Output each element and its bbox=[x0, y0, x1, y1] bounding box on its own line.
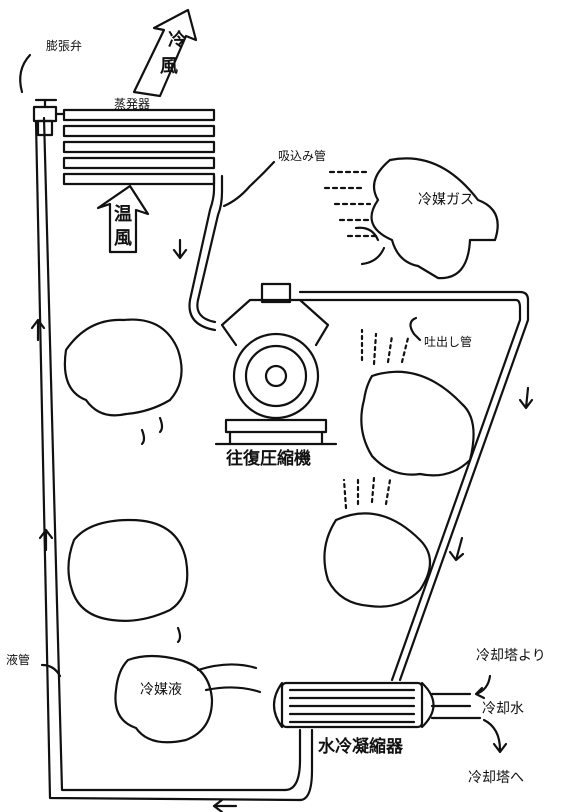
to-cooling-tower-label: 冷却塔へ bbox=[468, 770, 524, 786]
flow-arrow-down-3 bbox=[448, 536, 465, 562]
from-cooling-tower-label: 冷却塔より bbox=[476, 648, 546, 664]
liquid-pipe-label: 液管 bbox=[6, 652, 30, 667]
evaporator-coil bbox=[54, 108, 216, 186]
gas-character-3 bbox=[323, 512, 432, 608]
gas-character-2 bbox=[360, 370, 475, 477]
cooling-water-label: 冷却水 bbox=[482, 701, 524, 717]
cold-air-arrow bbox=[132, 8, 198, 98]
refrigerant-liquid-label: 冷媒液 bbox=[140, 682, 182, 698]
flow-arrow-left bbox=[212, 798, 238, 812]
water-arrow-in bbox=[474, 674, 492, 700]
condenser-label: 水冷凝縮器 bbox=[318, 736, 404, 757]
suction-pipe bbox=[188, 174, 217, 332]
cold-air-label-1: 冷 bbox=[168, 29, 186, 51]
suction-leader bbox=[222, 160, 276, 208]
cold-air-label-2: 風 bbox=[160, 56, 178, 77]
warm-air-label-1: 温 bbox=[114, 204, 132, 225]
liquid-leader bbox=[40, 663, 62, 678]
flow-arrow-down-2 bbox=[518, 386, 534, 410]
liquid-pipe bbox=[42, 116, 287, 792]
condenser bbox=[272, 681, 435, 729]
liquid-character-2 bbox=[67, 518, 189, 622]
gas-character bbox=[370, 157, 499, 280]
flow-arrow-down-1 bbox=[172, 238, 188, 260]
expansion-valve-label: 膨張弁 bbox=[46, 38, 82, 53]
warm-air-label-2: 風 bbox=[114, 228, 132, 249]
flow-arrow-up-2 bbox=[38, 528, 54, 552]
flow-arrow-up-1 bbox=[30, 318, 46, 342]
compressor-label: 往復圧縮機 bbox=[226, 448, 311, 469]
evaporator-label: 蒸発器 bbox=[114, 97, 150, 111]
discharge-pipe-label: 吐出し管 bbox=[424, 334, 472, 349]
refrigerant-gas-label: 冷媒ガス bbox=[418, 192, 474, 208]
liquid-pipe-to-condenser bbox=[283, 728, 302, 792]
compressor-body bbox=[214, 282, 338, 446]
suction-pipe-label: 吸込み管 bbox=[278, 148, 326, 163]
liquid-pipe-inner bbox=[34, 120, 302, 802]
expansion-valve bbox=[19, 53, 58, 137]
liquid-character-1 bbox=[63, 318, 183, 417]
warm-air-arrow bbox=[96, 184, 150, 254]
discharge-leader bbox=[409, 316, 422, 342]
discharge-pipe bbox=[298, 290, 530, 682]
liquid-character-3 bbox=[114, 654, 214, 744]
water-arrow-out bbox=[482, 718, 508, 754]
